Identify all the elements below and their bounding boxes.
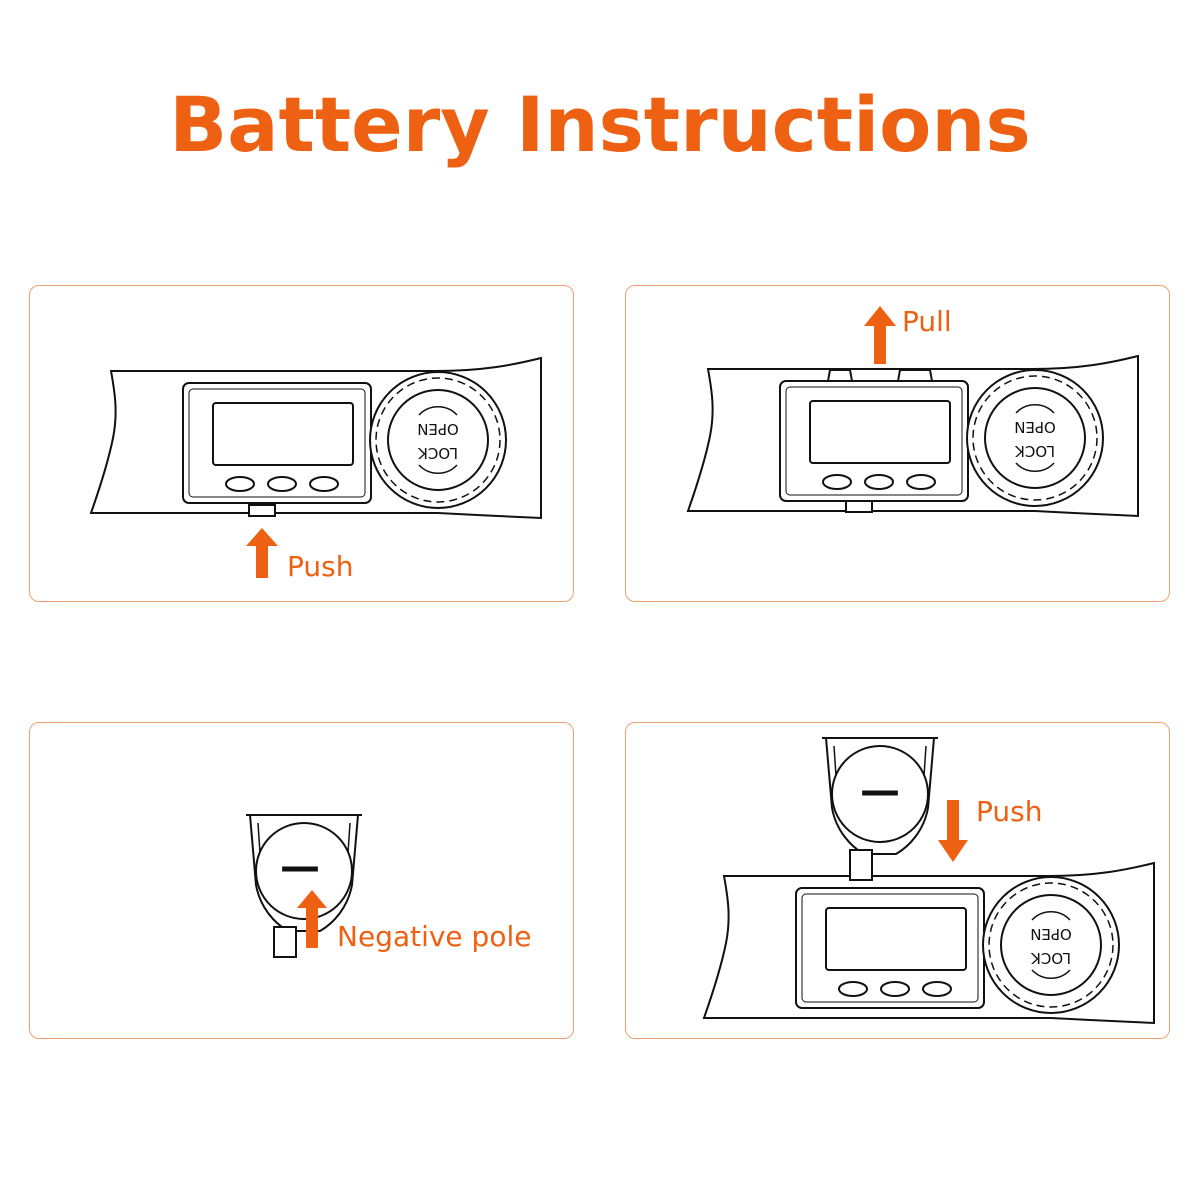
pull-label: Pull xyxy=(902,305,952,338)
device-illustration-1 xyxy=(90,357,542,519)
dial-open-label-2: OPEN xyxy=(1014,418,1056,436)
push-up-arrow-icon xyxy=(246,528,278,578)
dial-lock-label-4: LOCK xyxy=(1030,949,1071,967)
step-panel-negative-pole xyxy=(29,722,574,1039)
push-label-1: Push xyxy=(287,550,353,583)
step-panel-pull-tray xyxy=(625,285,1170,602)
pull-up-arrow-icon xyxy=(864,306,896,364)
page-title: Battery Instructions xyxy=(169,80,1031,169)
push-label-4: Push xyxy=(976,795,1042,828)
dial-lock-label-1: LOCK xyxy=(417,444,458,462)
dial-lock-label-2: LOCK xyxy=(1014,442,1055,460)
step-panel-insert-tray xyxy=(625,722,1170,1039)
negative-pole-symbol-4: — xyxy=(860,768,900,814)
device-illustration-4 xyxy=(703,737,1155,1024)
step-panel-push-release xyxy=(29,285,574,602)
negative-pole-label: Negative pole xyxy=(337,920,531,953)
negative-pole-symbol-3: — xyxy=(280,844,320,890)
dial-open-label-4: OPEN xyxy=(1030,925,1072,943)
dial-open-label-1: OPEN xyxy=(417,420,459,438)
negative-pole-arrow-icon xyxy=(297,890,327,948)
push-down-arrow-icon xyxy=(938,800,968,862)
device-illustration-2 xyxy=(687,355,1139,517)
